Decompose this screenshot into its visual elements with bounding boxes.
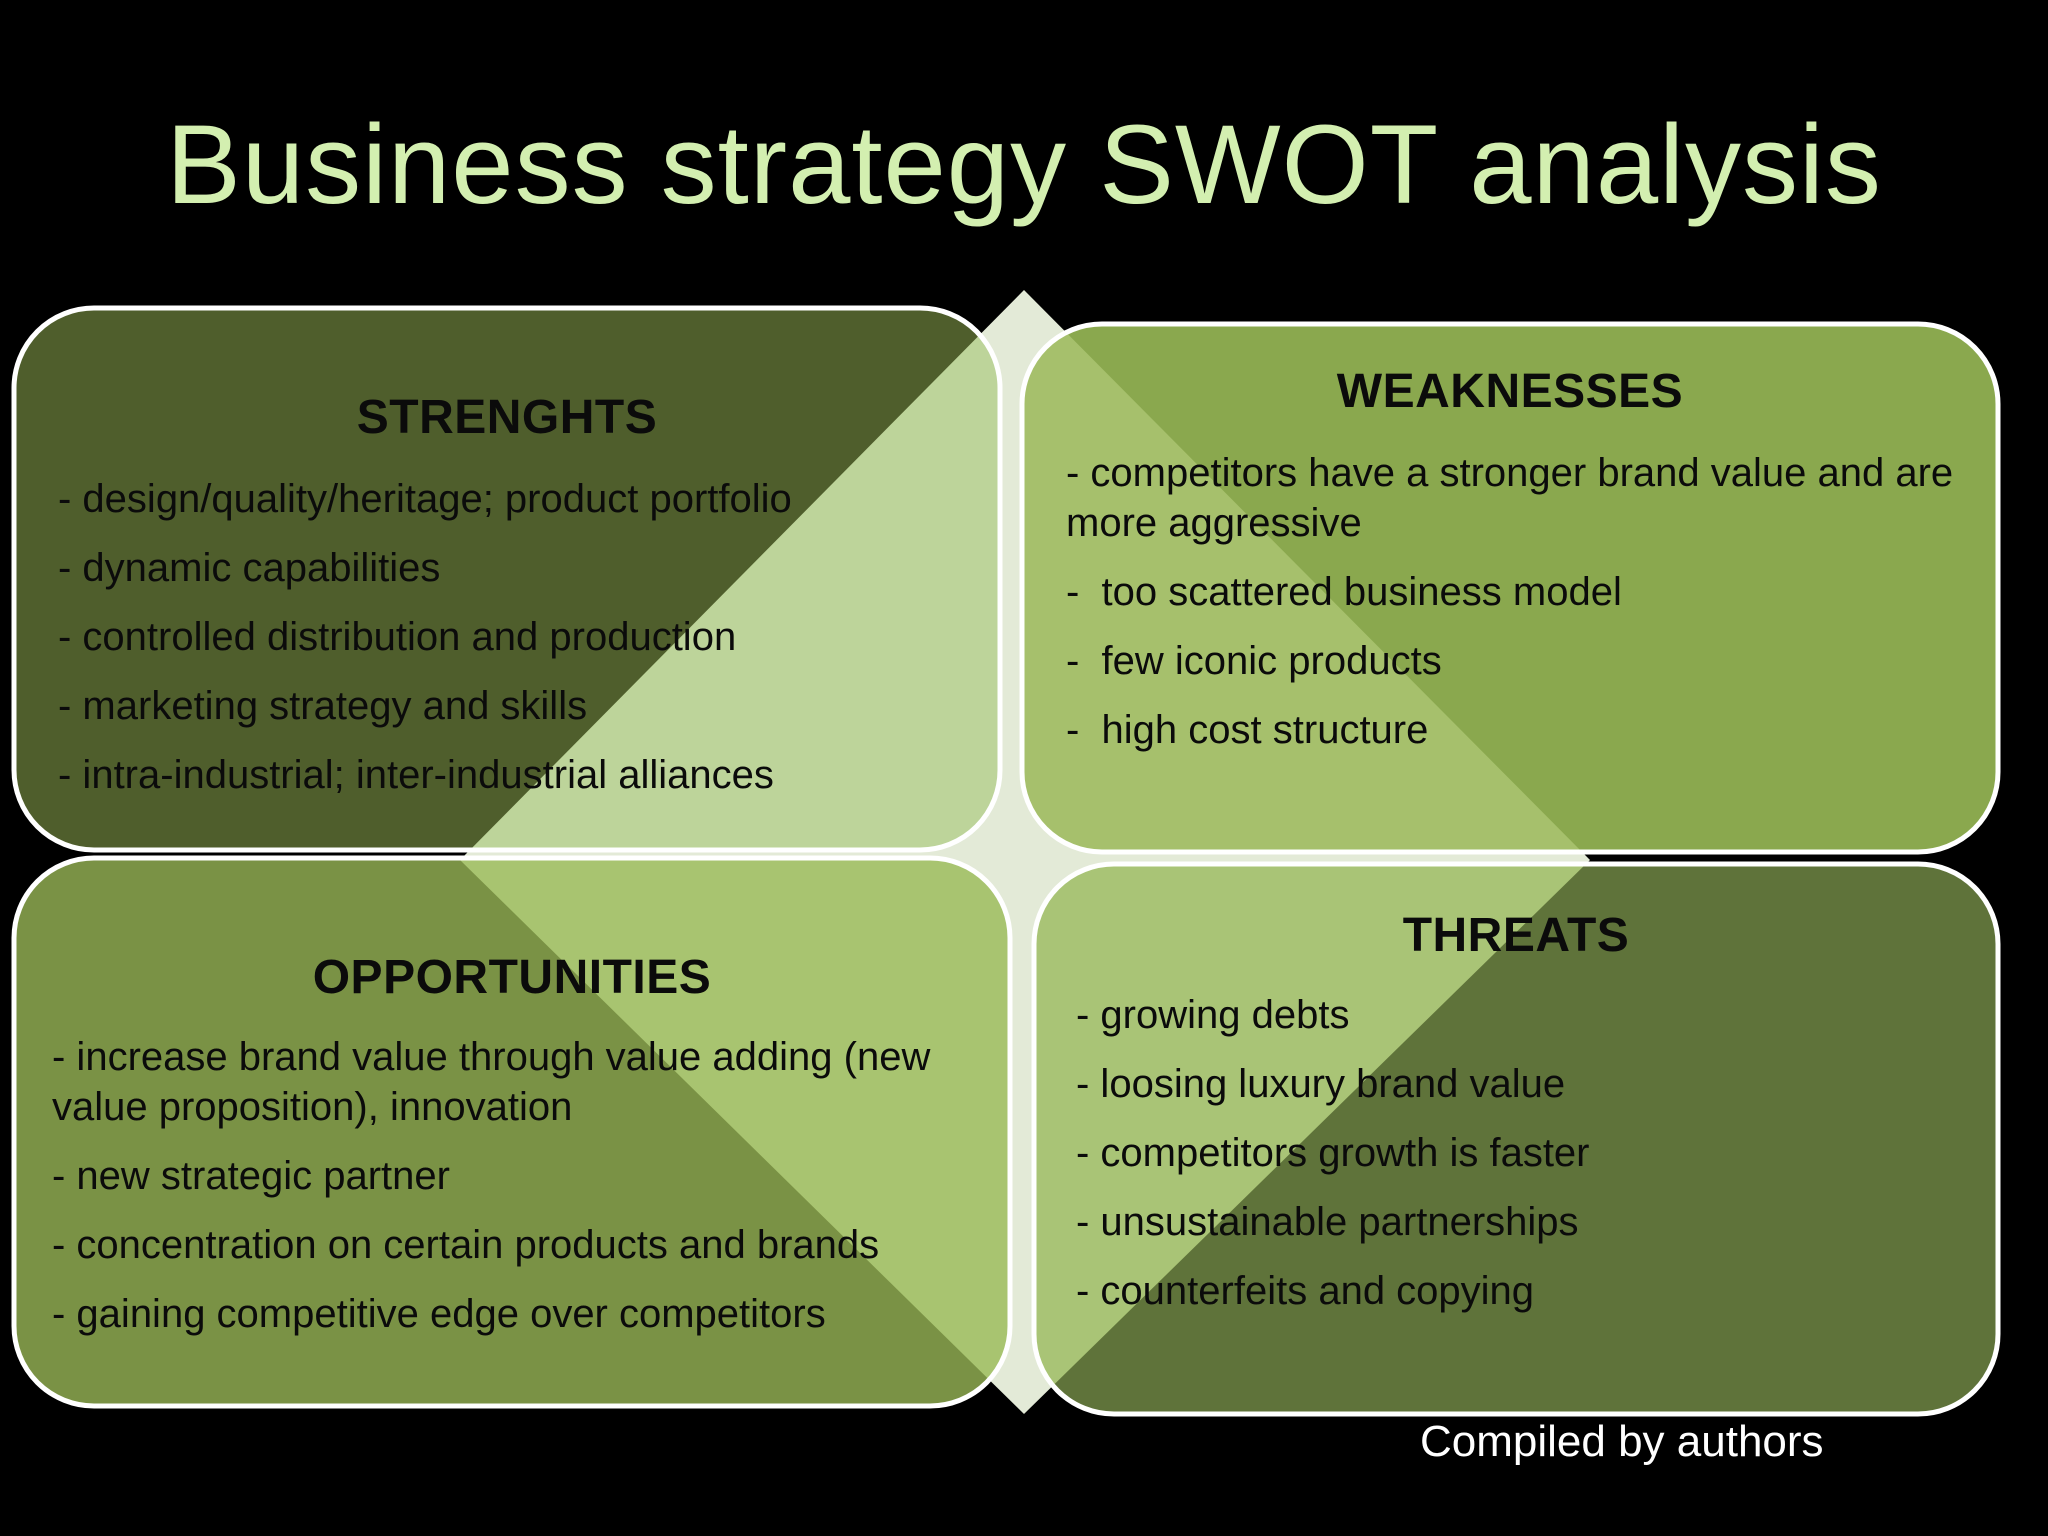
weaknesses-box — [1019, 321, 2001, 855]
list-item: - unsustainable partnerships — [1076, 1200, 1579, 1244]
list-item: - competitors have a stronger brand valu… — [1066, 451, 1965, 545]
list-item: - gaining competitive edge over competit… — [52, 1292, 826, 1336]
list-item: - few iconic products — [1066, 639, 1442, 683]
opportunities-list: - increase brand value through value add… — [52, 1032, 992, 1358]
threats-list: - growing debts - loosing luxury brand v… — [1076, 990, 1976, 1335]
list-item: - growing debts — [1076, 993, 1350, 1037]
source-footnote: Compiled by authors — [1420, 1417, 1824, 1466]
list-item: - intra-industrial; inter-industrial all… — [58, 753, 774, 797]
opportunities-box — [11, 855, 1013, 1409]
list-item: - competitors growth is faster — [1076, 1131, 1590, 1175]
list-item: - marketing strategy and skills — [58, 684, 588, 728]
strengths-box — [11, 305, 1003, 853]
strengths-content: STRENGHTS - design/quality/heritage; pro… — [14, 308, 1000, 850]
list-item: - high cost structure — [1066, 708, 1429, 752]
list-item: - increase brand value through value add… — [52, 1035, 942, 1129]
list-item: - dynamic capabilities — [58, 546, 441, 590]
opportunities-heading: OPPORTUNITIES — [312, 951, 712, 1004]
threats-content: THREATS - growing debts - loosing luxury… — [1034, 864, 1998, 1414]
list-item: - design/quality/heritage; product portf… — [58, 477, 792, 521]
threats-box — [1031, 861, 2001, 1417]
list-item: - new strategic partner — [52, 1154, 450, 1198]
threats-heading: THREATS — [1402, 909, 1630, 962]
list-item: - too scattered business model — [1066, 570, 1622, 614]
weaknesses-list: - competitors have a stronger brand valu… — [1066, 448, 1966, 774]
list-item: - counterfeits and copying — [1076, 1269, 1535, 1313]
list-item: - controlled distribution and production — [58, 615, 737, 659]
strengths-list: - design/quality/heritage; product portf… — [58, 474, 978, 819]
list-item: - loosing luxury brand value — [1076, 1062, 1566, 1106]
list-item: - concentration on certain products and … — [52, 1223, 880, 1267]
weaknesses-heading: WEAKNESSES — [1336, 365, 1684, 418]
strengths-heading: STRENGHTS — [356, 391, 658, 444]
opportunities-content: OPPORTUNITIES - increase brand value thr… — [14, 858, 1010, 1406]
weaknesses-content: WEAKNESSES - competitors have a stronger… — [1022, 324, 1998, 852]
slide-title: Business strategy SWOT analysis — [166, 102, 1882, 227]
